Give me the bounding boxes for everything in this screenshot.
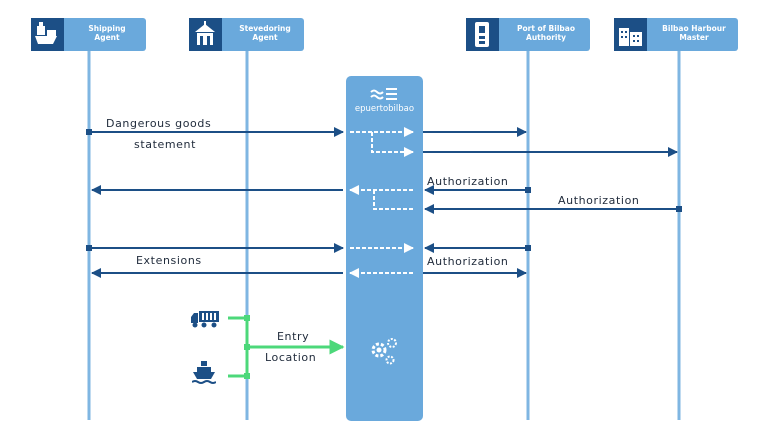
actor-harbour-master: Bilbao Harbour Master xyxy=(614,18,738,51)
actor-shipping-agent: Shipping Agent xyxy=(31,18,146,51)
actor-label: Shipping Agent xyxy=(88,24,126,42)
ship-icon xyxy=(31,18,64,51)
label-dangerous-goods: Dangerous goods xyxy=(106,117,212,130)
label-authorization-extensions: Authorization xyxy=(427,255,509,268)
hub-internal-routing-3 xyxy=(349,243,414,278)
truck-icon xyxy=(190,309,220,333)
actor-port-authority: Port of Bilbao Authority xyxy=(466,18,590,51)
hub-internal-routing-1 xyxy=(350,127,414,157)
label-authorization-port: Authorization xyxy=(427,175,509,188)
authorization-flow xyxy=(91,185,682,214)
extensions-flow xyxy=(86,243,531,278)
hub-internal-routing-2 xyxy=(349,185,413,210)
gears-icon xyxy=(368,334,402,372)
label-extensions: Extensions xyxy=(136,254,202,267)
vessel-icon xyxy=(191,359,217,389)
lifelines xyxy=(87,51,681,420)
actor-label: Bilbao Harbour Master xyxy=(662,24,726,42)
actor-label: Port of Bilbao Authority xyxy=(516,24,575,42)
hub-name: epuertobilbao xyxy=(354,104,415,114)
harbour-master-icon xyxy=(614,18,647,51)
label-statement: statement xyxy=(134,138,197,151)
label-entry: Entry xyxy=(277,330,310,343)
label-location: Location xyxy=(265,351,317,364)
label-authorization-master: Authorization xyxy=(558,194,640,207)
waves-logo-icon xyxy=(370,87,398,107)
port-authority-icon xyxy=(466,18,499,51)
actor-stevedoring-agent: Stevedoring Agent xyxy=(189,18,304,51)
dangerous-goods-flow xyxy=(86,127,678,157)
building-icon xyxy=(189,18,222,51)
actor-label: Stevedoring Agent xyxy=(239,24,291,42)
